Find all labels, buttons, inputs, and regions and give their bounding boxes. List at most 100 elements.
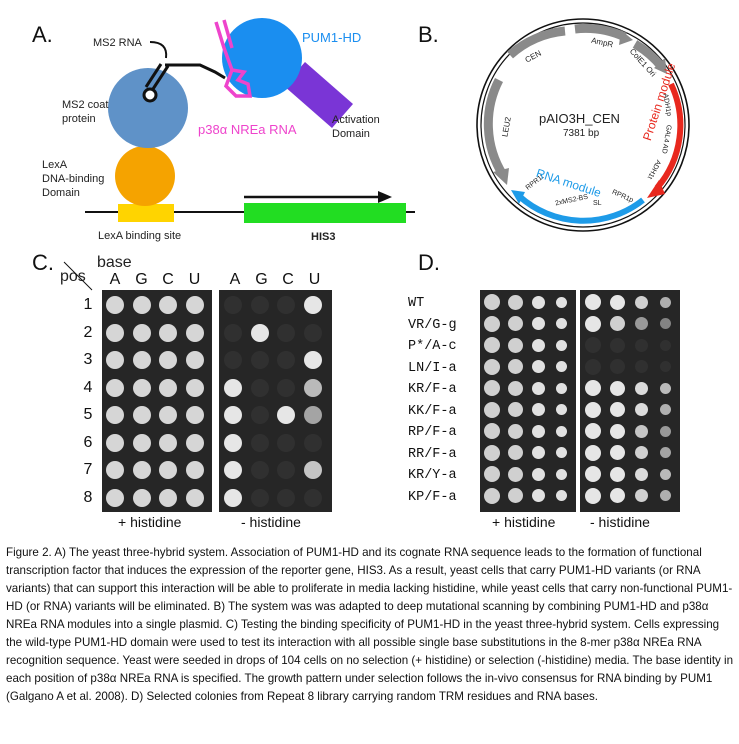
c-minus-colony	[250, 351, 269, 369]
d-minus-colony	[585, 294, 601, 310]
d-plus-colony	[484, 487, 500, 504]
d-plus-colony	[555, 447, 567, 458]
c-plus-colony	[106, 296, 124, 314]
d-minus-colony	[609, 445, 625, 460]
pum1-hd-label: PUM1-HD	[302, 30, 362, 45]
d-minus-colony	[609, 316, 625, 331]
d-minus-colony	[585, 401, 601, 418]
c-minus-col-header: A	[229, 271, 241, 288]
ms2-coat-label-1: MS2 coat	[62, 99, 109, 111]
c-minus-colony	[303, 296, 322, 314]
d-minus-colony	[609, 488, 625, 503]
d-variant-label: VR/G-g	[408, 317, 457, 333]
c-plus-colony	[132, 378, 151, 397]
rna-linker	[165, 63, 226, 80]
c-plus-colony	[185, 323, 204, 342]
d-plus-colony	[507, 423, 523, 439]
figure-caption: Figure 2. A) The yeast three-hybrid syst…	[6, 546, 734, 703]
c-plus-colony	[185, 406, 204, 424]
header-slash	[63, 261, 93, 291]
c-plus-colony	[132, 351, 151, 369]
d-plus-colony	[555, 468, 567, 480]
plasmid-inner-ring	[480, 22, 686, 228]
c-minus-colony	[277, 323, 295, 342]
c-minus-colony	[250, 488, 269, 507]
pos-header: pos	[60, 268, 86, 285]
c-minus-colony	[277, 296, 295, 314]
c-plus-colony	[132, 296, 151, 314]
d-plus-colony	[555, 318, 567, 329]
d-minus-colony	[609, 423, 625, 439]
plasmid-map	[476, 18, 690, 232]
c-minus-colony	[224, 461, 242, 479]
d-minus-colony	[585, 444, 601, 461]
c-minus-colony	[250, 296, 269, 314]
c-row-header: 5	[83, 406, 93, 423]
d-plus-colony	[531, 360, 545, 373]
panel-c-label: C.	[32, 250, 54, 275]
c-plus-colony	[106, 433, 124, 452]
c-plus-col-header: C	[162, 271, 174, 288]
d-minus-colony	[659, 318, 671, 329]
c-plus-colony	[132, 406, 151, 424]
c-minus-colony	[224, 488, 242, 507]
d-minus-label: - histidine	[590, 514, 650, 530]
ms2-rna-label: MS2 RNA	[93, 37, 142, 49]
d-minus-colony	[659, 447, 671, 458]
d-minus-colony	[585, 487, 601, 504]
d-minus-colony	[609, 359, 625, 374]
d-minus-colony	[609, 466, 625, 482]
c-minus-colony	[303, 323, 322, 342]
panel-a: A. MS2 RNA PUM1-HD MS2 coat protein p38α…	[0, 0, 420, 250]
d-plus-colony	[531, 489, 545, 502]
c-plus-colony	[106, 488, 124, 507]
d-variant-label: KR/Y-a	[408, 468, 457, 483]
c-row-header: 4	[83, 378, 93, 396]
c-plus-label: + histidine	[118, 514, 182, 530]
base-header: base	[97, 254, 132, 271]
lexa-dbd-label-3: Domain	[42, 187, 80, 199]
three-hybrid-diagram	[85, 18, 415, 223]
d-plus-label: + histidine	[492, 514, 556, 530]
c-plus-colony	[159, 461, 177, 479]
ms2-coat-label-2: protein	[62, 113, 96, 125]
d-plus-colony	[484, 315, 500, 332]
ms2-coat-shape	[108, 68, 188, 148]
d-minus-colony	[585, 358, 601, 375]
c-minus-colony	[303, 488, 322, 507]
c-plus-colony	[106, 378, 124, 397]
d-minus-colony	[634, 317, 648, 330]
c-plus-colony	[159, 351, 177, 369]
d-variant-label: RP/F-a	[408, 425, 457, 440]
plasmid-outer-ring	[476, 18, 690, 232]
d-plus-colony	[507, 359, 523, 374]
d-plus-colony	[531, 424, 545, 438]
d-minus-colony	[634, 403, 648, 416]
c-minus-colony	[250, 461, 269, 479]
c-minus-colony	[277, 461, 295, 479]
c-plus-col-header: A	[109, 271, 121, 288]
d-minus-colony	[585, 423, 601, 439]
d-minus-colony	[609, 337, 625, 353]
d-plus-colony	[507, 445, 523, 460]
activation-domain-label-2: Domain	[332, 128, 370, 140]
plasmid-name: pAIO3H_CEN	[539, 111, 620, 126]
c-minus-colony	[250, 378, 269, 397]
p38-rna-path	[214, 21, 253, 98]
c-minus-colony	[224, 351, 242, 369]
c-plus-colony	[185, 488, 204, 507]
d-plus-colony	[507, 402, 523, 417]
ms2-rna-pointer	[149, 41, 168, 59]
d-plus-colony	[484, 294, 500, 310]
d-plus-colony	[507, 337, 523, 353]
c-minus-colony	[277, 433, 295, 452]
d-variant-label: KP/F-a	[408, 489, 457, 505]
c-plus-colony	[106, 323, 124, 342]
c-row-header: 3	[83, 351, 93, 368]
c-plus-colony	[159, 433, 177, 452]
c-minus-colony	[277, 351, 295, 369]
lexa-dbd-shape	[115, 146, 175, 206]
c-plus-colony	[185, 296, 204, 314]
d-minus-colony	[659, 382, 671, 394]
d-plus-colony	[531, 317, 545, 330]
